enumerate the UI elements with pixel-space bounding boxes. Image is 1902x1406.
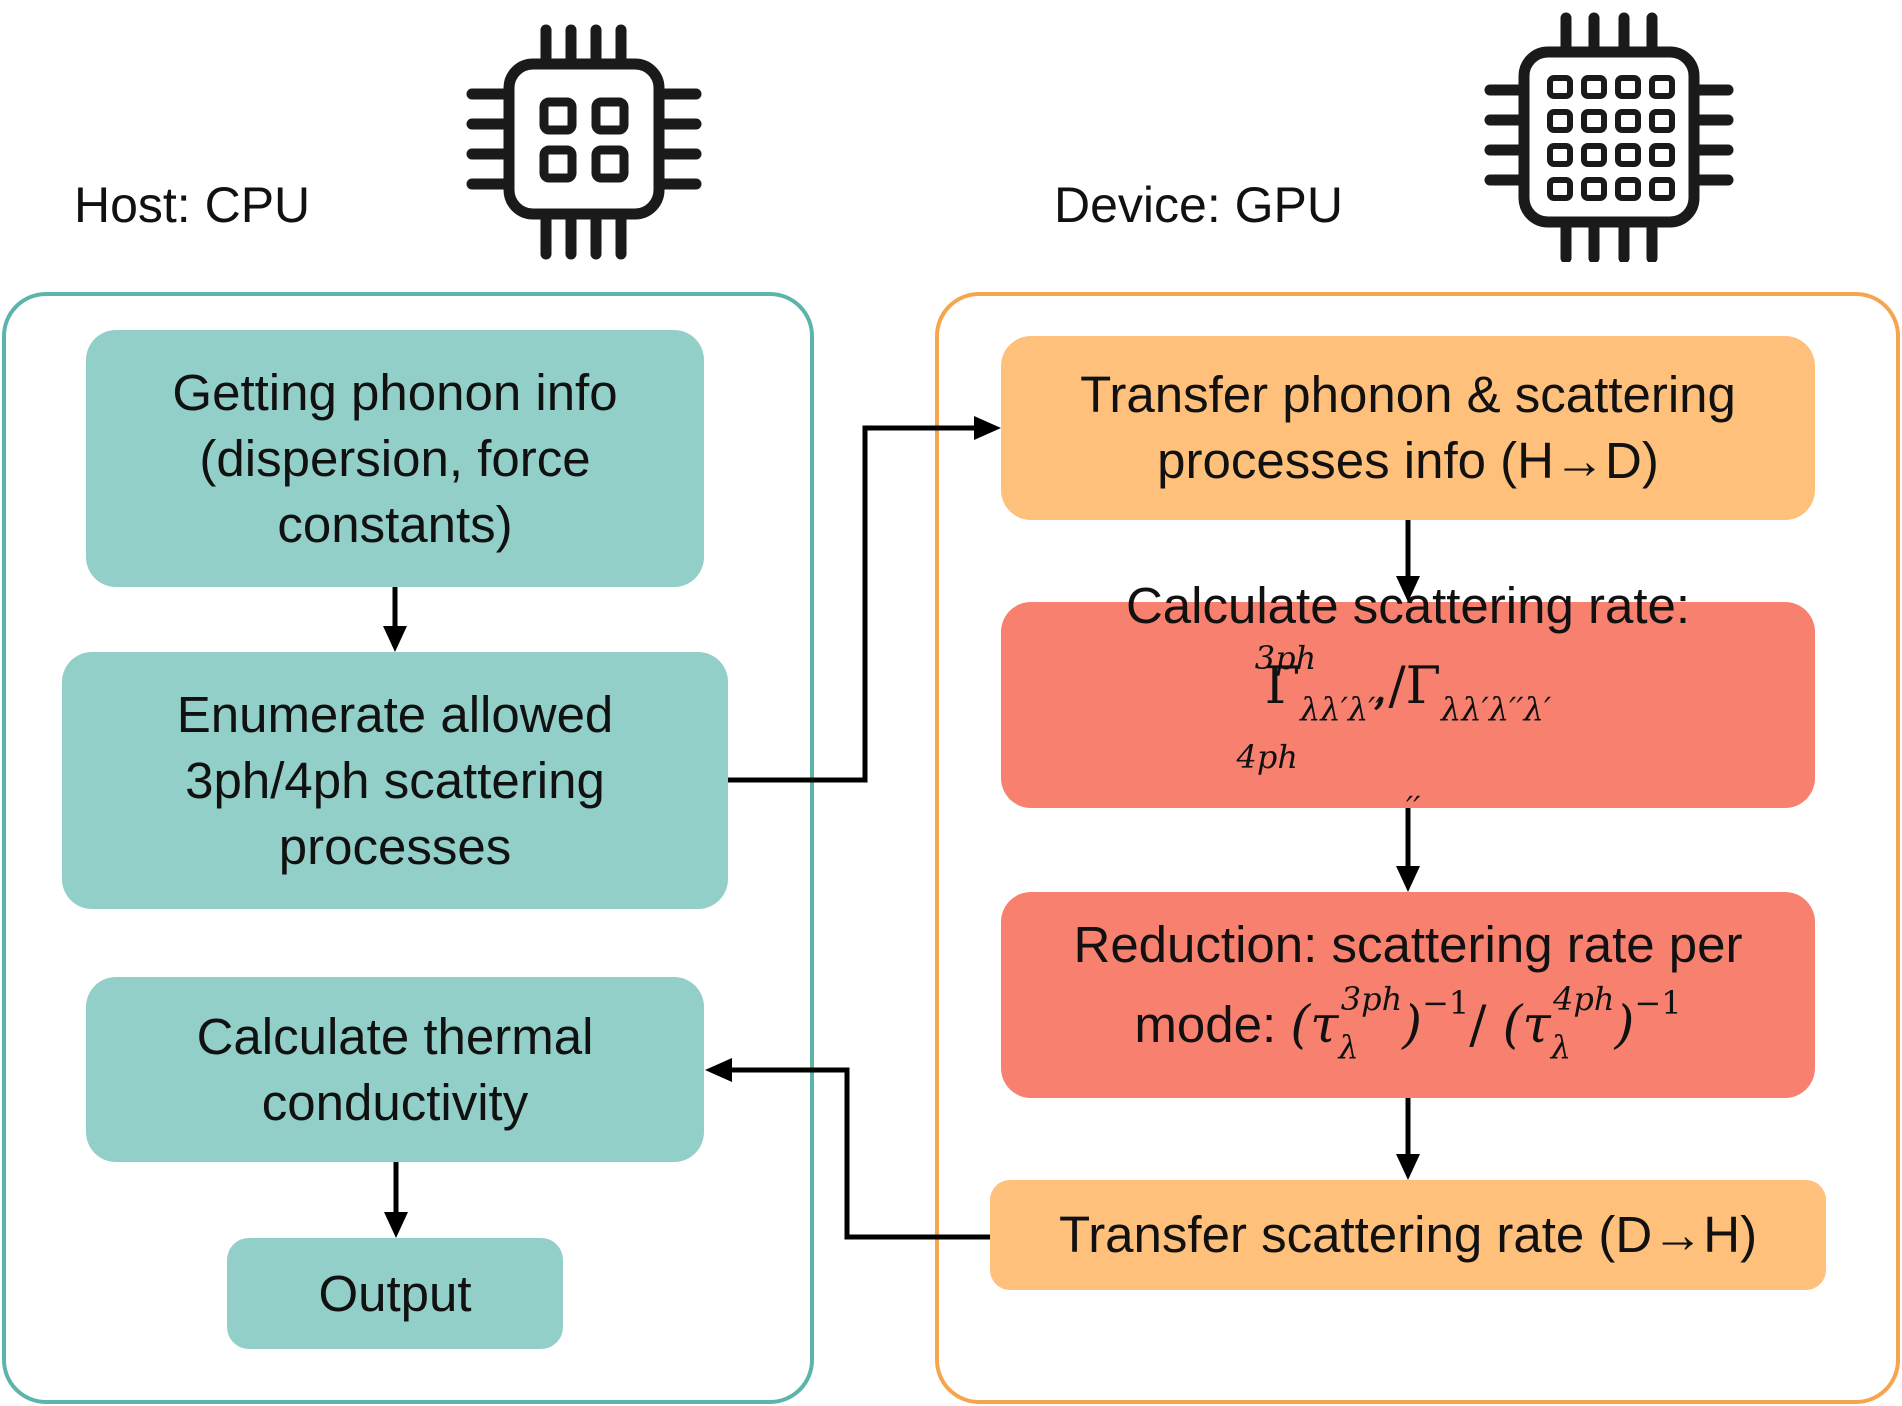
box-line: processes info (H→D) bbox=[1157, 432, 1659, 489]
reduction-mode-label: mode: bbox=[1134, 996, 1291, 1054]
reduction-box: Reduction: scattering rate per mode: (τλ… bbox=[1001, 892, 1815, 1098]
tau-exp-4ph: −1 bbox=[1634, 984, 1682, 1023]
tau-close-4ph: ) bbox=[1614, 996, 1635, 1056]
scattering-rate-formula: Γλλ′λ′′3ph,/Γλλ′λ′′λ′′′4ph bbox=[1237, 639, 1553, 837]
arrowhead bbox=[384, 1212, 408, 1238]
arrowhead bbox=[1396, 576, 1420, 602]
box-line: constants) bbox=[277, 495, 513, 553]
tau-sup-3ph: 3ph bbox=[1340, 980, 1403, 1019]
arrowhead bbox=[974, 416, 1001, 440]
sup-4ph: 4ph bbox=[1236, 738, 1298, 776]
box-line: Calculate thermal bbox=[196, 1007, 594, 1065]
tau-sub: λ bbox=[1338, 1027, 1359, 1066]
gamma-symbol: Γ bbox=[1264, 656, 1301, 716]
calculate-thermal-conductivity-box: Calculate thermal conductivity bbox=[86, 977, 704, 1162]
box-line: processes bbox=[278, 817, 512, 875]
box-line: (dispersion, force bbox=[199, 429, 591, 487]
calculate-scattering-rate-box: Calculate scattering rate: Γλλ′λ′′3ph,/Γ… bbox=[1001, 577, 1815, 827]
arrowhead bbox=[705, 1058, 732, 1082]
host-panel bbox=[2, 292, 814, 1404]
tau-close: ) bbox=[1402, 996, 1423, 1056]
output-box: Output bbox=[227, 1238, 563, 1349]
cpu-chip-icon bbox=[466, 24, 702, 260]
device-panel bbox=[935, 292, 1900, 1404]
getting-phonon-info-box: Getting phonon info (dispersion, force c… bbox=[86, 330, 704, 587]
host-label: Host: CPU bbox=[74, 177, 311, 233]
box-line: conductivity bbox=[261, 1073, 529, 1131]
gamma-symbol-4ph: Γ bbox=[1405, 656, 1442, 716]
device-label: Device: GPU bbox=[1054, 177, 1343, 233]
arrow-enumerate-to-transfer bbox=[728, 425, 993, 783]
box-line: Output bbox=[318, 1264, 472, 1322]
box-line: Enumerate allowed bbox=[176, 685, 614, 743]
formula-sep: ,/ bbox=[1372, 656, 1406, 716]
tau-sub-4ph: λ bbox=[1550, 1027, 1572, 1066]
arrowhead bbox=[383, 626, 407, 652]
sub-4ph: λλ′λ′′λ′′′ bbox=[1406, 690, 1552, 828]
sub-3ph: λλ′λ′′ bbox=[1300, 690, 1383, 728]
sup-3ph: 3ph bbox=[1254, 638, 1317, 677]
enumerate-processes-box: Enumerate allowed 3ph/4ph scattering pro… bbox=[62, 652, 728, 909]
transfer-out-box: Transfer scattering rate (D→H) bbox=[990, 1180, 1826, 1290]
tau-slash: / bbox=[1469, 996, 1503, 1056]
box-line: Transfer scattering rate (D→H) bbox=[1058, 1206, 1758, 1263]
tau-exp: −1 bbox=[1422, 984, 1470, 1023]
box-line: 3ph/4ph scattering bbox=[185, 751, 605, 809]
box-line: Getting phonon info bbox=[172, 363, 618, 421]
reduction-formula: mode: (τλ3ph)−1/ (τλ4ph)−1 bbox=[1134, 978, 1681, 1077]
tau-open: (τ bbox=[1290, 996, 1339, 1056]
transfer-in-box: Transfer phonon & scattering processes i… bbox=[1001, 336, 1815, 520]
arrowhead bbox=[1396, 866, 1420, 892]
arrow-transfer-out-to-thermal bbox=[716, 1067, 990, 1240]
box-line: Reduction: scattering rate per bbox=[1073, 916, 1743, 974]
tau-sup-4ph: 4ph bbox=[1553, 980, 1615, 1019]
arrowhead bbox=[1396, 1154, 1420, 1180]
box-line: Transfer phonon & scattering bbox=[1080, 366, 1736, 423]
tau-open-4ph: (τ bbox=[1502, 996, 1551, 1056]
gpu-chip-icon bbox=[1484, 12, 1734, 262]
